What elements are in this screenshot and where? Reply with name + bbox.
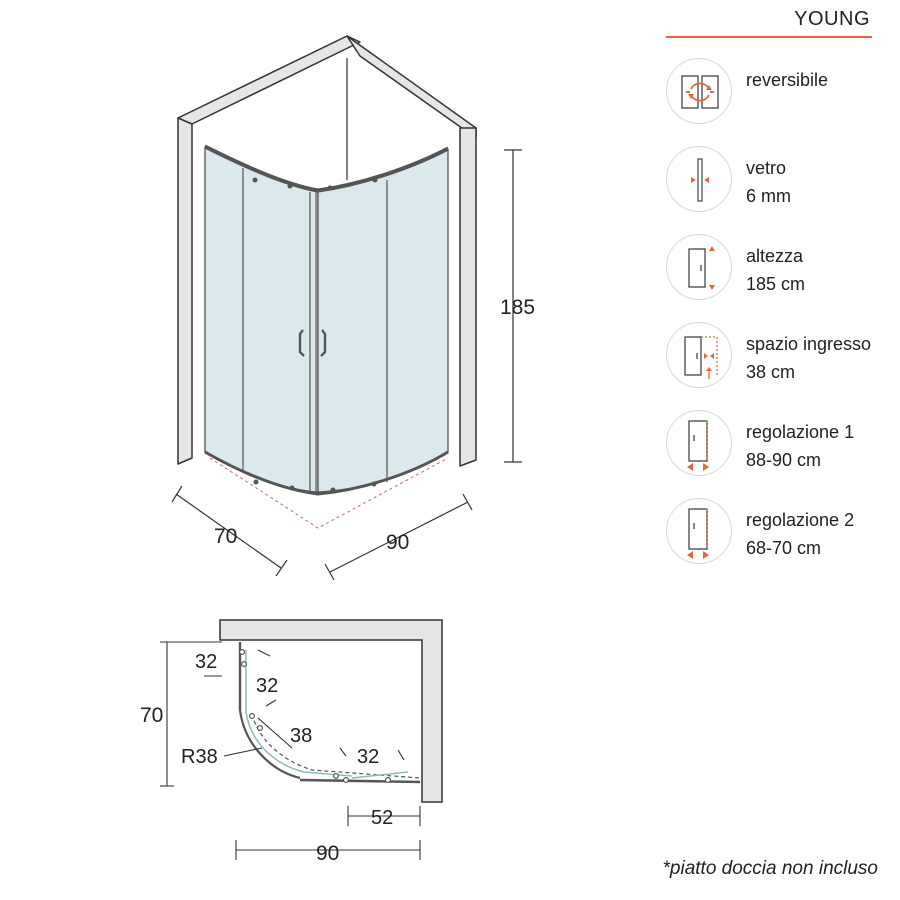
plan-radius-label: R38 [181, 746, 218, 768]
plan-walls [219, 619, 443, 803]
spec-entry: spazio ingresso 38 cm [666, 322, 896, 390]
iso-floor-outline [209, 457, 449, 529]
spec-reversible-label: reversibile [746, 70, 829, 90]
iso-width-dimension [324, 493, 473, 581]
spec-adjustment-2-label: regolazione 2 [746, 510, 855, 530]
iso-walls [177, 35, 477, 467]
spec-height-value: 185 cm [746, 274, 806, 294]
plan-dimension-lines [160, 641, 421, 860]
height-icon [666, 234, 732, 300]
plan-door-right-label: 32 [357, 746, 379, 768]
spec-reversible: reversibile [666, 58, 896, 126]
adjustment-2-icon [666, 498, 732, 564]
spec-glass: vetro 6 mm [666, 146, 896, 214]
spec-entry-label: spazio ingresso [746, 334, 872, 354]
plan-top-offset-label: 32 [195, 651, 217, 673]
iso-depth-dimension [171, 485, 288, 577]
iso-height-dimension [504, 149, 522, 463]
entry-space-icon [666, 322, 732, 388]
spec-adjustment-1: regolazione 1 88-90 cm [666, 410, 896, 478]
iso-height-label: 185 [500, 296, 535, 319]
iso-glass [204, 144, 449, 496]
adjustment-1-icon [666, 410, 732, 476]
spec-glass-value: 6 mm [746, 186, 791, 206]
product-name: YOUNG [794, 8, 870, 30]
spec-adjustment-2-value: 68-70 cm [746, 538, 822, 558]
iso-depth-label: 70 [214, 525, 237, 548]
plan-door-left-label: 32 [256, 675, 278, 697]
spec-adjustment-1-label: regolazione 1 [746, 422, 855, 442]
spec-adjustment-1-value: 88-90 cm [746, 450, 822, 470]
footnote: *piatto doccia non incluso [662, 858, 878, 879]
plan-width-label: 90 [316, 842, 339, 865]
glass-thickness-icon [666, 146, 732, 212]
plan-depth-label: 70 [140, 704, 163, 727]
spec-adjustment-2: regolazione 2 68-70 cm [666, 498, 896, 566]
plan-enclosure [238, 642, 421, 784]
spec-height: altezza 185 cm [666, 234, 896, 302]
plan-entry-label: 38 [290, 725, 312, 747]
brand-underline [666, 36, 872, 38]
plan-straight-label: 52 [371, 807, 393, 829]
iso-width-label: 90 [386, 531, 409, 554]
spec-entry-value: 38 cm [746, 362, 796, 382]
spec-height-label: altezza [746, 246, 804, 266]
reversible-icon [666, 58, 732, 124]
spec-glass-label: vetro [746, 158, 787, 178]
